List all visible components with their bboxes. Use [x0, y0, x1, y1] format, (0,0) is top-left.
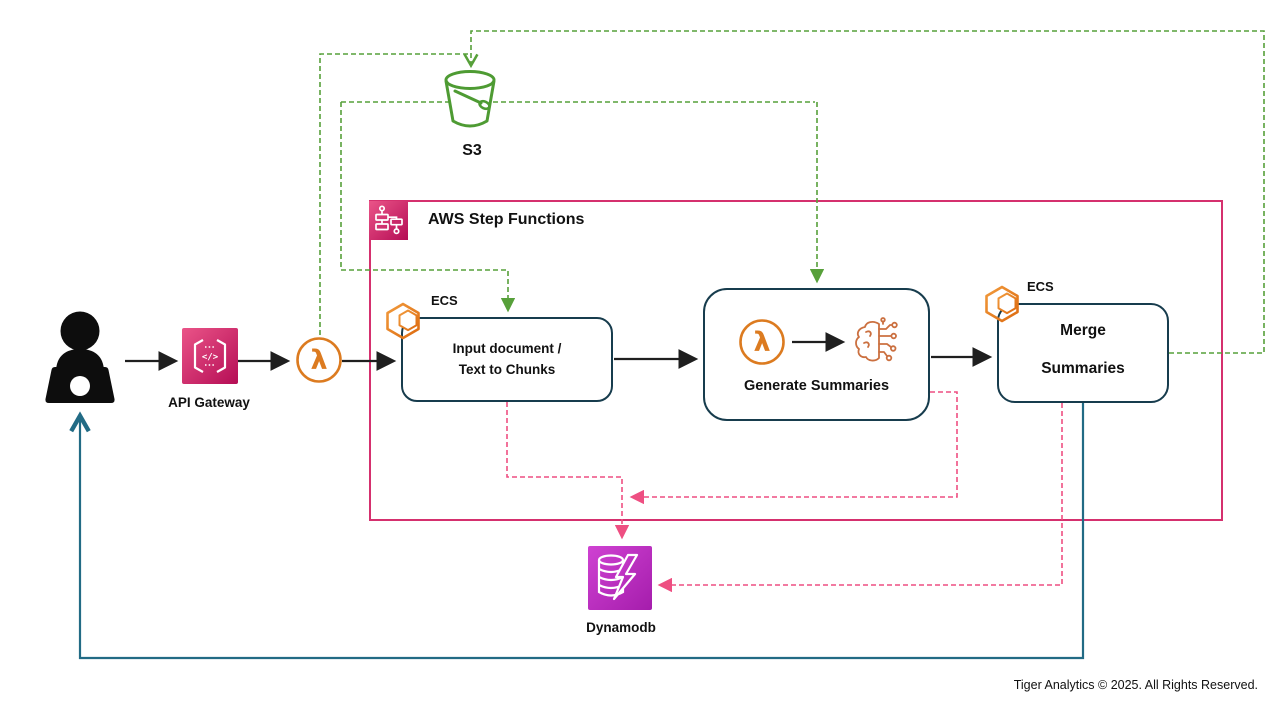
svg-text:λ: λ	[310, 345, 327, 376]
ecs-label-input: ECS	[431, 293, 458, 308]
svg-text:</>: </>	[202, 353, 219, 363]
dynamodb-label: Dynamodb	[586, 620, 656, 635]
api-gateway-icon: </>	[182, 328, 238, 384]
generate-summaries-label: Generate Summaries	[743, 378, 890, 394]
step-functions-title: AWS Step Functions	[428, 211, 585, 228]
dynamodb-icon	[588, 546, 652, 610]
user-laptop-icon	[45, 311, 115, 403]
merge-summaries-box	[997, 303, 1169, 403]
lambda-icon: λ	[296, 337, 342, 383]
ecs-icon	[386, 302, 420, 340]
svg-text:λ: λ	[753, 327, 770, 358]
ecs-label-merge: ECS	[1027, 279, 1054, 294]
s3-label: S3	[462, 142, 482, 159]
s3-bucket-icon	[444, 70, 496, 128]
api-gateway-label: API Gateway	[168, 395, 250, 410]
lambda-icon: λ	[739, 319, 785, 365]
merge-summaries-label-line1: Merge	[1060, 322, 1106, 339]
input-box-label-line1: Input document /	[452, 340, 562, 356]
merge-summaries-label-line2: Summaries	[1041, 360, 1125, 377]
input-box-label-line2: Text to Chunks	[458, 361, 556, 377]
input-document-box: Input document / Text to Chunks	[401, 317, 613, 402]
ai-brain-icon	[855, 317, 898, 362]
ecs-icon	[985, 285, 1019, 323]
copyright-footer: Tiger Analytics © 2025. All Rights Reser…	[1013, 678, 1258, 692]
step-functions-icon	[369, 201, 408, 240]
